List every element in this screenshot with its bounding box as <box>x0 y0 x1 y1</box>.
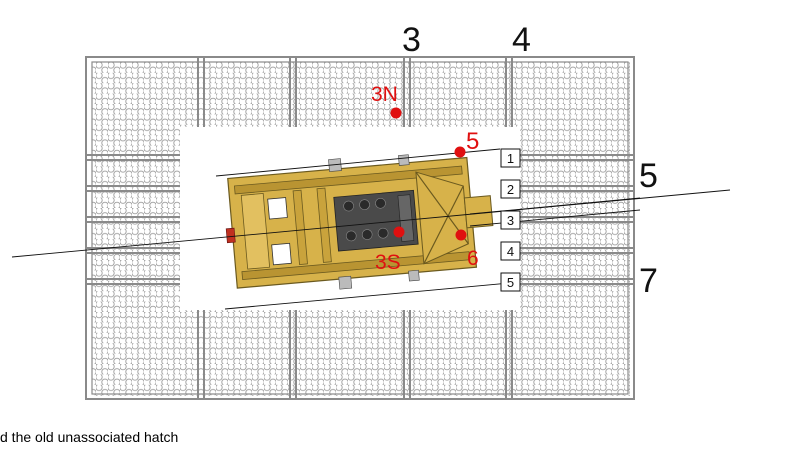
vehicle-drawing <box>225 154 494 290</box>
column-label: 4 <box>512 21 531 59</box>
marker-dot <box>390 107 402 119</box>
slot-box: 3 <box>500 210 521 230</box>
marker-label: 3N <box>371 83 398 106</box>
reference-lines <box>11 148 731 310</box>
slot-box: 4 <box>500 241 521 261</box>
slot-number: 3 <box>507 213 514 228</box>
slot-number: 2 <box>507 182 514 197</box>
markers: 3N 5 3S 6 <box>371 83 479 274</box>
grating-frame <box>85 56 635 400</box>
marker-dot <box>455 229 467 241</box>
slot-number: 5 <box>507 275 514 290</box>
caption-text: d the old unassociated hatch <box>0 429 179 445</box>
marker-label: 6 <box>467 247 479 270</box>
slot-box: 5 <box>500 272 521 292</box>
marker-label: 3S <box>375 251 401 274</box>
slot-number: 4 <box>507 244 514 259</box>
slot-number: 1 <box>507 151 514 166</box>
side-label: 7 <box>639 262 658 300</box>
slot-boxes: 1 2 3 4 5 <box>500 148 521 292</box>
marker-dot <box>454 146 466 158</box>
side-label: 5 <box>639 157 658 195</box>
slot-box: 2 <box>500 179 521 199</box>
marker-dot <box>393 226 405 238</box>
slot-box: 1 <box>500 148 521 168</box>
marker-label: 5 <box>466 128 479 155</box>
column-label: 3 <box>402 21 421 59</box>
